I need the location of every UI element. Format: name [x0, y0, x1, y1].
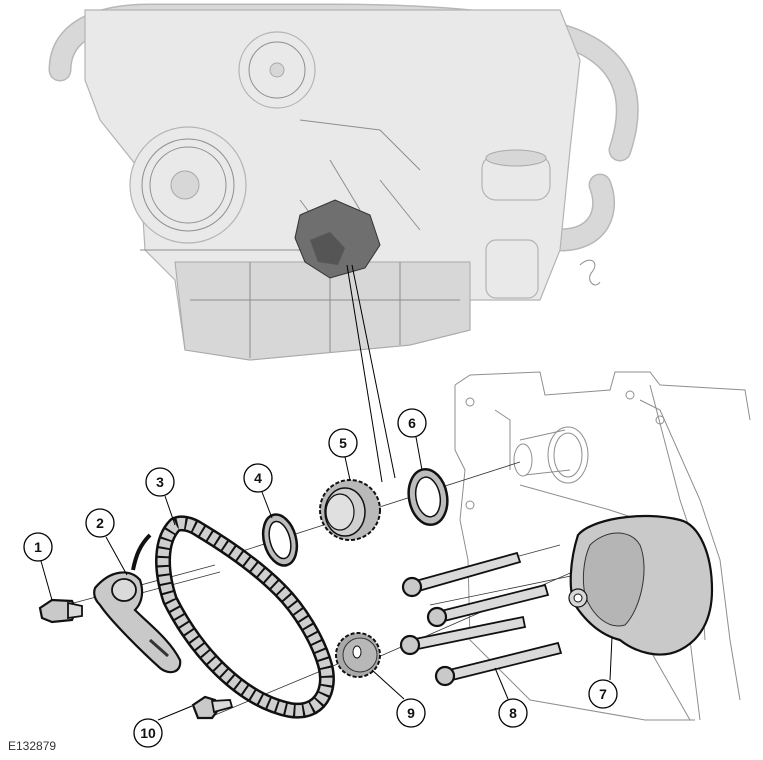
svg-text:2: 2	[96, 515, 104, 531]
callout-5: 5	[328, 428, 358, 458]
figure-id-label: E132879	[8, 739, 57, 753]
svg-text:7: 7	[599, 686, 607, 702]
pump-part-7	[568, 514, 714, 656]
timing-chain-part-3	[155, 515, 335, 719]
callout-7: 7	[588, 679, 618, 709]
callout-2: 2	[85, 508, 115, 538]
bolt-part-1	[38, 598, 83, 624]
svg-text:10: 10	[140, 725, 156, 741]
callout-6: 6	[397, 408, 427, 438]
sprocket-part-9	[335, 632, 381, 678]
callout-10: 10	[133, 718, 163, 748]
bolts-part-8	[399, 551, 563, 687]
callout-1: 1	[23, 532, 53, 562]
callout-3: 3	[145, 467, 175, 497]
engine-locator-line	[346, 264, 383, 483]
svg-text:9: 9	[407, 705, 415, 721]
svg-text:5: 5	[339, 435, 347, 451]
sprocket-part-5	[319, 479, 381, 541]
bolt-part-10	[191, 695, 234, 720]
cylinder-block-illustration	[454, 371, 751, 721]
svg-text:3: 3	[156, 474, 164, 490]
engine-assembly-illustration	[48, 3, 639, 361]
svg-text:6: 6	[408, 415, 416, 431]
svg-text:4: 4	[254, 470, 262, 486]
svg-text:1: 1	[34, 539, 42, 555]
tensioner-guide-part-2	[93, 533, 182, 674]
seal-part-6	[407, 467, 449, 527]
callout-leaders	[40, 436, 613, 721]
callout-9: 9	[396, 698, 426, 728]
engine-locator-line	[351, 264, 396, 479]
callout-8: 8	[498, 698, 528, 728]
callout-4: 4	[243, 463, 273, 493]
svg-text:8: 8	[509, 705, 517, 721]
washer-part-4	[261, 513, 299, 567]
